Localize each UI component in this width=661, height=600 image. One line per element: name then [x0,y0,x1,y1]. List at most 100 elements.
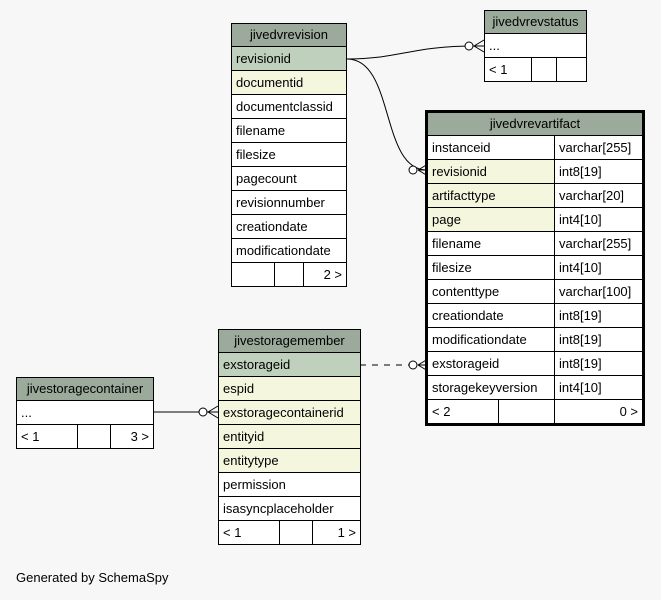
parent-count[interactable]: < 1 [223,525,242,540]
column-row[interactable]: entityid [219,424,360,448]
column-name: exstorageid [223,357,291,372]
column-row[interactable]: ... [485,34,586,57]
table-jivedvrevstatus[interactable]: jivedvrevstatus ... < 1 [484,10,587,82]
container-crowfoot-circle [198,407,208,417]
column-name: filename [432,236,482,251]
column-type: int4[10] [554,376,642,399]
column-type: varchar[255] [554,232,642,255]
column-row[interactable]: revisionid [232,47,346,70]
column-name: espid [223,381,255,396]
column-name: exstoragecontainerid [223,405,344,420]
column-name: creationdate [236,219,308,234]
column-row[interactable]: exstoragecontainerid [219,400,360,424]
column-name: modificationdate [236,243,331,258]
column-name: filesize [236,147,276,162]
column-row[interactable]: documentid [232,70,346,94]
revision-to-revartifact-connector [346,58,428,171]
column-row[interactable]: filesize [232,142,346,166]
column-name: filename [236,123,286,138]
column-row[interactable]: filename varchar[255] [428,231,642,255]
table-title: jivestoragemember [219,330,360,353]
column-type: int4[10] [554,208,642,231]
column-row[interactable]: filesize int4[10] [428,255,642,279]
table-footer: < 1 [485,57,586,81]
column-name: filesize [432,260,472,275]
parent-count[interactable] [232,263,274,286]
column-name: exstorageid [432,356,500,371]
column-name: storagekeyversion [432,380,538,395]
column-row[interactable]: filename [232,118,346,142]
column-name: artifacttype [432,188,496,203]
column-row[interactable]: ... [17,401,153,424]
column-type: int8[19] [554,304,642,327]
column-row[interactable]: documentclassid [232,94,346,118]
column-type: int8[19] [554,160,642,183]
column-row[interactable]: modificationdate [232,238,346,262]
column-row[interactable]: exstorageid [219,353,360,376]
child-count[interactable]: 1 > [312,521,360,544]
table-title: jivedvrevartifact [428,113,642,136]
column-name: revisionnumber [236,195,325,210]
table-footer: < 1 3 > [17,424,153,448]
revision-to-revstatus-connector [346,45,477,60]
column-row[interactable]: isasyncplaceholder [219,496,360,520]
column-name: documentclassid [236,99,333,114]
parent-count[interactable]: < 1 [21,429,40,444]
table-footer: < 1 1 > [219,520,360,544]
footer-spacer [274,263,303,286]
parent-count[interactable]: < 1 [489,62,508,77]
column-row[interactable]: contenttype varchar[100] [428,279,642,303]
footer-spacer [531,58,556,81]
table-jivedvrevision[interactable]: jivedvrevision revisionid documentid doc… [231,23,347,287]
column-name: instanceid [432,140,491,155]
column-type: varchar[100] [554,280,642,303]
table-footer: 2 > [232,262,346,286]
parent-count[interactable]: < 2 [432,404,451,419]
generated-by-credit: Generated by SchemaSpy [16,570,169,585]
column-type: int4[10] [554,256,642,279]
table-footer: < 2 0 > [428,399,642,423]
table-title: jivedvrevision [232,24,346,47]
table-jivestoragecontainer[interactable]: jivestoragecontainer ... < 1 3 > [16,377,154,449]
column-name: revisionid [236,51,291,66]
column-name: ... [489,38,500,53]
column-row[interactable]: revisionnumber [232,190,346,214]
revartifact-crowfoot-circle [408,165,418,175]
column-row[interactable]: creationdate [232,214,346,238]
column-row[interactable]: creationdate int8[19] [428,303,642,327]
column-row[interactable]: artifacttype varchar[20] [428,183,642,207]
column-type: int8[19] [554,352,642,375]
child-count[interactable] [556,58,586,81]
column-row[interactable]: pagecount [232,166,346,190]
column-name: page [432,212,461,227]
table-title: jivedvrevstatus [485,11,586,34]
column-name: revisionid [432,164,487,179]
column-name: documentid [236,75,304,90]
column-name: contenttype [432,284,500,299]
table-jivestoragemember[interactable]: jivestoragemember exstorageid espid exst… [218,329,361,545]
footer-spacer [498,400,554,423]
column-name: entityid [223,429,265,444]
column-name: creationdate [432,308,504,323]
child-count[interactable]: 0 > [554,400,642,423]
column-row[interactable]: permission [219,472,360,496]
column-row[interactable]: revisionid int8[19] [428,159,642,183]
column-name: permission [223,477,286,492]
column-row[interactable]: page int4[10] [428,207,642,231]
table-title: jivestoragecontainer [17,378,153,401]
column-row[interactable]: entitytype [219,448,360,472]
column-row[interactable]: storagekeyversion int4[10] [428,375,642,399]
column-type: varchar[20] [554,184,642,207]
column-row[interactable]: espid [219,376,360,400]
container-crowfoot [207,405,219,419]
storagemember-crowfoot-circle [408,360,418,370]
child-count[interactable]: 2 > [303,263,346,286]
column-row[interactable]: exstorageid int8[19] [428,351,642,375]
revstatus-crowfoot [473,39,485,53]
revstatus-crowfoot-circle [464,41,474,51]
footer-spacer [77,425,110,448]
child-count[interactable]: 3 > [110,425,153,448]
